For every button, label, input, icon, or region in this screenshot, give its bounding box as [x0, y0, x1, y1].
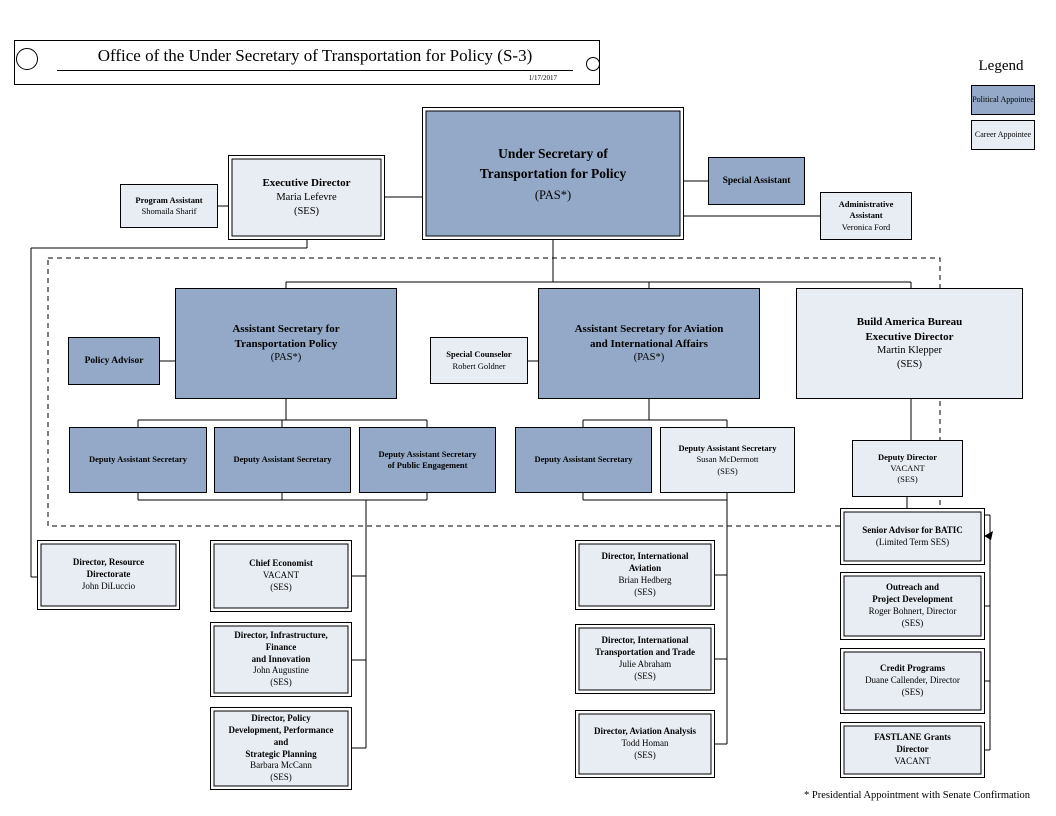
org-box-administrative-assistant: Administrative Assistant Veronica Ford: [820, 192, 912, 240]
org-box-asst-sec-aviation: Assistant Secretary for Aviation and Int…: [538, 288, 760, 399]
box-name: (Limited Term SES): [875, 536, 950, 547]
legend-career-appointee: Career Appointee: [971, 120, 1035, 150]
box-title: Build America Bureau Executive Director: [856, 316, 963, 343]
org-box-deputy-asst-secretary-2: Deputy Assistant Secretary: [214, 427, 351, 493]
box-name: Shomaila Sharif: [141, 206, 197, 216]
box-name: Todd Homan: [621, 738, 669, 749]
box-note: (SES): [634, 586, 656, 597]
box-note: (SES): [270, 772, 292, 783]
box-name: Barbara McCann: [250, 760, 312, 771]
arrowhead-icon: [984, 531, 993, 540]
org-box-deputy-asst-secretary-public-engagement: Deputy Assistant Secretary of Public Eng…: [359, 427, 496, 493]
box-name: Veronica Ford: [841, 221, 891, 232]
org-box-deputy-director: Deputy Director VACANT (SES): [852, 440, 963, 497]
box-name: Robert Goldner: [452, 360, 506, 371]
box-note: (SES): [901, 686, 924, 697]
box-title: Outreach and Project Development: [872, 582, 953, 605]
box-title: Assistant Secretary for Transportation P…: [232, 323, 340, 350]
box-name: Brian Hedberg: [618, 575, 672, 585]
org-box-infrastructure-finance-innovation: Director, Infrastructure, Finance and In…: [210, 622, 352, 697]
org-box-outreach-project-development: Outreach and Project Development Roger B…: [840, 572, 985, 640]
box-title: Special Counselor: [446, 349, 512, 360]
box-name: Julie Abraham: [618, 659, 672, 669]
page-title: Office of the Under Secretary of Transpo…: [57, 46, 573, 71]
org-box-aviation-analysis: Director, Aviation Analysis Todd Homan (…: [575, 710, 715, 778]
box-note: (SES): [634, 670, 656, 681]
org-box-international-transportation-trade: Director, International Transportation a…: [575, 624, 715, 694]
org-box-deputy-asst-secretary-1: Deputy Assistant Secretary: [69, 427, 207, 493]
box-title: Deputy Director: [877, 451, 938, 462]
org-box-under-secretary: Under Secretary of Transportation for Po…: [422, 107, 684, 240]
box-title: Director, Infrastructure, Finance and In…: [234, 629, 328, 664]
box-title: Deputy Assistant Secretary: [678, 443, 777, 454]
org-box-special-assistant: Special Assistant: [708, 157, 805, 205]
box-note: (PAS*): [534, 187, 572, 202]
box-note: (PAS*): [270, 352, 302, 364]
box-name: Susan McDermott: [696, 454, 759, 465]
org-box-deputy-asst-secretary-aviation: Deputy Assistant Secretary: [515, 427, 652, 493]
box-title: Under Secretary of Transportation for Po…: [479, 146, 627, 182]
org-box-build-america-bureau: Build America Bureau Executive Director …: [796, 288, 1023, 399]
box-note: (SES): [270, 581, 292, 592]
box-name: Roger Bohnert, Director: [868, 606, 957, 616]
box-title: Deputy Assistant Secretary: [88, 454, 188, 465]
box-name: John DiLuccio: [81, 580, 136, 591]
box-title: Director, International Aviation: [601, 551, 689, 574]
box-note: (SES): [897, 474, 918, 485]
org-box-fastlane-grants: FASTLANE Grants Director VACANT: [840, 722, 985, 778]
box-title: Administrative Assistant: [838, 199, 894, 221]
org-box-policy-advisor: Policy Advisor: [68, 337, 160, 385]
legend-title: Legend: [978, 58, 1024, 74]
box-title: Director, Policy Development, Performanc…: [228, 712, 334, 759]
box-title: Deputy Assistant Secretary of Public Eng…: [378, 448, 477, 470]
box-name: Martin Klepper: [876, 345, 943, 357]
org-box-international-aviation: Director, International Aviation Brian H…: [575, 540, 715, 610]
box-title: Executive Director: [262, 177, 351, 190]
box-note: (SES): [901, 617, 924, 628]
box-name: Maria Lefevre: [276, 191, 337, 203]
box-name: VACANT: [894, 755, 931, 766]
box-title: Director, Resource Directorate: [72, 557, 145, 580]
chart-title-box: Office of the Under Secretary of Transpo…: [14, 40, 600, 85]
box-note: (SES): [634, 749, 656, 760]
box-note: (SES): [717, 465, 738, 476]
org-box-deputy-asst-secretary-mcdermott: Deputy Assistant Secretary Susan McDermo…: [660, 427, 795, 493]
box-note: (SES): [896, 359, 923, 371]
org-box-resource-directorate: Director, Resource Directorate John DiLu…: [37, 540, 180, 610]
box-title: Director, Aviation Analysis: [593, 726, 697, 737]
box-title: FASTLANE Grants Director: [874, 732, 951, 755]
org-box-program-assistant: Program Assistant Shomaila Sharif: [120, 184, 218, 228]
box-note: (SES): [270, 677, 292, 688]
box-name: VACANT: [890, 462, 925, 473]
pas-footnote: * Presidential Appointment with Senate C…: [803, 790, 1030, 801]
box-title: Deputy Assistant Secretary: [233, 454, 332, 465]
org-box-asst-sec-transportation-policy: Assistant Secretary for Transportation P…: [175, 288, 397, 399]
box-title: Policy Advisor: [84, 355, 144, 366]
box-title: Director, International Transportation a…: [594, 635, 695, 658]
box-note: (SES): [293, 205, 320, 217]
legend-political-appointee: Political Appointee: [971, 85, 1035, 115]
box-title: Assistant Secretary for Aviation and Int…: [574, 323, 724, 350]
org-box-senior-advisor-batic: Senior Advisor for BATIC (Limited Term S…: [840, 508, 985, 565]
box-title: Chief Economist: [249, 558, 313, 569]
org-box-executive-director: Executive Director Maria Lefevre (SES): [228, 155, 385, 240]
binder-ring-icon: [16, 48, 38, 70]
box-title: Special Assistant: [722, 175, 791, 186]
org-box-chief-economist: Chief Economist VACANT (SES): [210, 540, 352, 612]
box-note: (PAS*): [633, 352, 665, 364]
box-name: VACANT: [262, 570, 300, 581]
org-box-special-counselor: Special Counselor Robert Goldner: [430, 337, 528, 384]
box-title: Senior Advisor for BATIC: [862, 524, 963, 535]
box-title: Program Assistant: [135, 194, 203, 205]
box-title: Deputy Assistant Secretary: [534, 454, 633, 465]
binder-ring-small-icon: [586, 57, 600, 71]
box-name: John Augustine: [253, 665, 309, 676]
box-name: Duane Callender, Director: [865, 675, 960, 686]
box-title: Credit Programs: [880, 663, 945, 674]
org-box-policy-development-strategic-planning: Director, Policy Development, Performanc…: [210, 707, 352, 790]
chart-date: 1/17/2017: [528, 74, 557, 82]
org-box-credit-programs: Credit Programs Duane Callender, Directo…: [840, 648, 985, 714]
